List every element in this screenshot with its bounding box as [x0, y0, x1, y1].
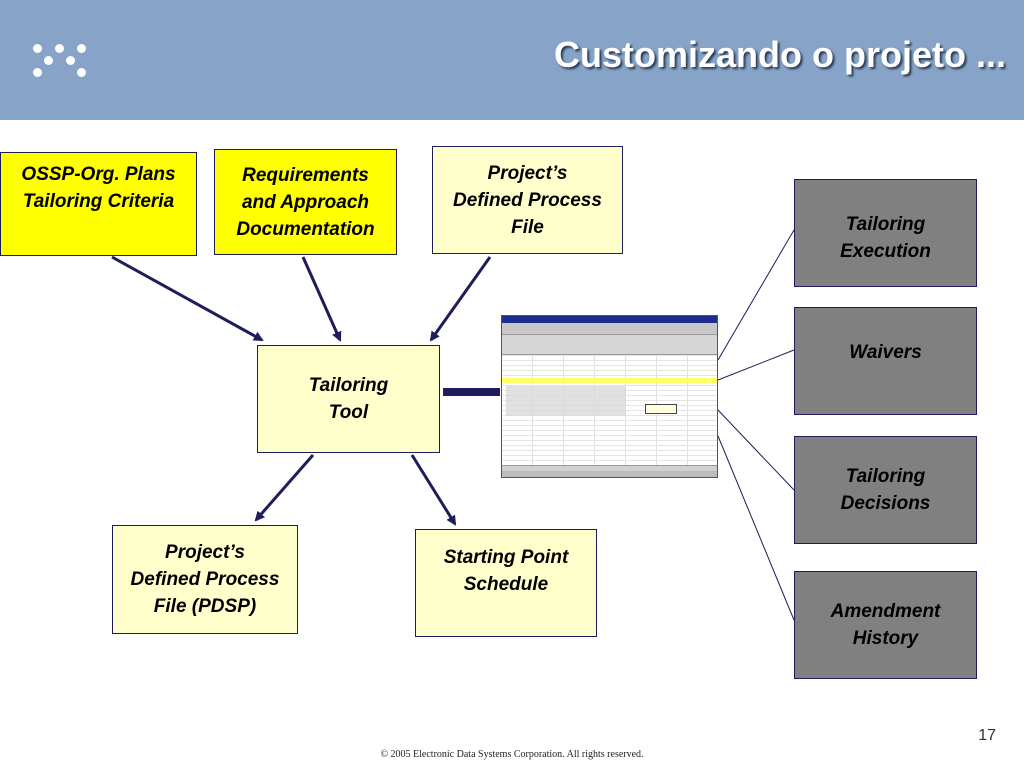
box-ossp-criteria-label: OSSP-Org. Plans Tailoring Criteria [21, 164, 176, 212]
copyright-footer: © 2005 Electronic Data Systems Corporati… [380, 749, 644, 760]
slide-header: Customizando o projeto ... [0, 0, 1024, 120]
page-number: 17 [978, 727, 996, 744]
arrow-requirements-to-tool [301, 256, 342, 342]
box-tailoring-tool-label: Tailoring Tool [308, 375, 389, 423]
slide-title: Customizando o projeto ... [554, 34, 1006, 75]
box-tailoring-decisions-label: Tailoring Decisions [840, 466, 931, 514]
spreadsheet-screenshot [501, 315, 718, 478]
box-tailoring-tool: Tailoring Tool [257, 345, 440, 453]
box-amendment-history-label: Amendment History [830, 601, 941, 649]
box-defined-process-file: Project’s Defined Process File [432, 146, 623, 254]
eds-dots-logo-icon [33, 44, 87, 78]
arrow-ossp-to-tool [111, 255, 264, 342]
box-pdsp: Project’s Defined Process File (PDSP) [112, 525, 298, 634]
box-amendment-history: Amendment History [794, 571, 977, 679]
arrow-tool-to-pdsp [254, 454, 315, 522]
box-tailoring-decisions: Tailoring Decisions [794, 436, 977, 544]
arrow-tool-to-schedule [410, 454, 457, 526]
box-starting-schedule: Starting Point Schedule [415, 529, 597, 637]
box-defined-process-file-label: Project’s Defined Process File [453, 162, 602, 238]
box-requirements: Requirements and Approach Documentation [214, 149, 397, 255]
line-to-amendment [717, 435, 795, 621]
connector-bar [443, 388, 500, 396]
box-tailoring-execution-label: Tailoring Execution [840, 214, 931, 262]
line-to-execution [717, 229, 795, 361]
box-waivers: Waivers [794, 307, 977, 415]
box-tailoring-execution: Tailoring Execution [794, 179, 977, 287]
arrow-defined-process-to-tool [429, 256, 492, 342]
box-ossp-criteria: OSSP-Org. Plans Tailoring Criteria [0, 152, 197, 256]
box-starting-schedule-label: Starting Point Schedule [443, 547, 569, 595]
box-waivers-label: Waivers [849, 342, 922, 363]
line-to-decisions [717, 409, 795, 491]
line-to-waivers [717, 349, 795, 381]
box-pdsp-label: Project’s Defined Process File (PDSP) [130, 542, 280, 617]
box-requirements-label: Requirements and Approach Documentation [236, 164, 375, 240]
